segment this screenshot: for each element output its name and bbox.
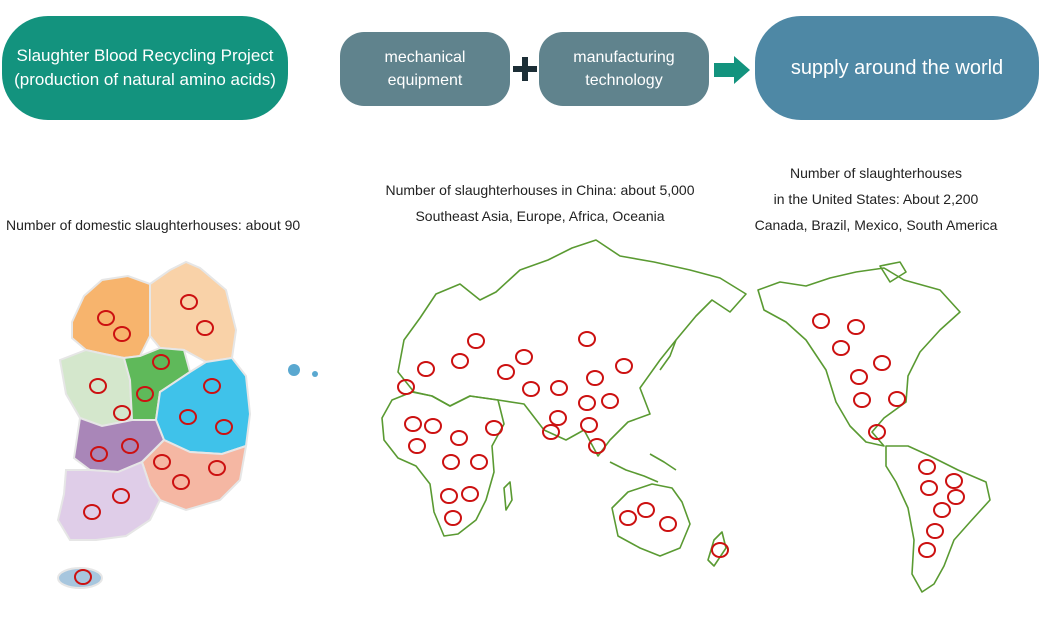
domestic-count-label: Number of domestic slaughterhouses: abou… xyxy=(6,217,301,233)
mechanical-line1: mechanical xyxy=(384,49,466,66)
slaughterhouse-markers xyxy=(74,294,965,585)
arrow-right-icon xyxy=(714,56,750,84)
world-supply-pill: supply around the world xyxy=(755,16,1039,120)
china-count-line1: Number of slaughterhouses in China: abou… xyxy=(385,182,695,198)
manufacturing-technology-pill: manufacturing technology xyxy=(539,32,709,106)
mechanical-line2: equipment xyxy=(387,72,463,89)
us-count-line1: Number of slaughterhouses xyxy=(790,165,962,181)
project-title-line1: Slaughter Blood Recycling Project xyxy=(16,46,274,65)
project-title-line2: (production of natural amino acids) xyxy=(14,70,276,89)
plus-icon xyxy=(513,57,537,81)
manufacturing-line2: technology xyxy=(585,72,663,89)
china-regions-line: Southeast Asia, Europe, Africa, Oceania xyxy=(415,208,665,224)
project-pill: Slaughter Blood Recycling Project (produ… xyxy=(2,16,288,120)
manufacturing-line1: manufacturing xyxy=(573,49,675,66)
world-map xyxy=(381,239,991,593)
us-regions-line: Canada, Brazil, Mexico, South America xyxy=(754,217,998,233)
china-count-label: Number of slaughterhouses in China: abou… xyxy=(370,177,710,229)
world-supply-label: supply around the world xyxy=(790,56,1004,79)
mechanical-equipment-pill: mechanical equipment xyxy=(340,32,510,106)
us-count-line2: in the United States: About 2,200 xyxy=(773,191,979,207)
us-count-label: Number of slaughterhouses in the United … xyxy=(745,160,1007,238)
